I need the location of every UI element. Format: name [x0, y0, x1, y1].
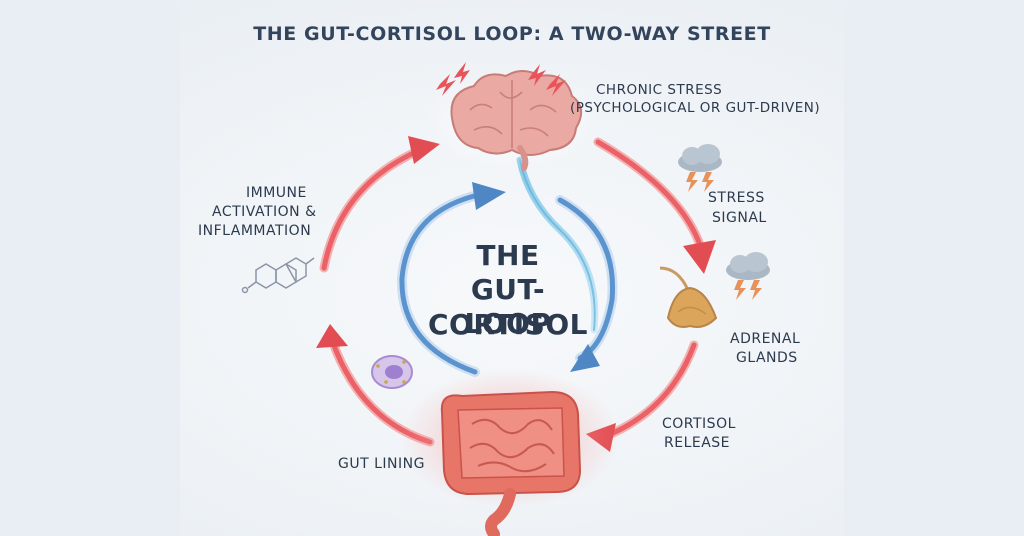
label-immune-3: INFLAMMATION — [198, 223, 312, 239]
label-adrenal-2: GLANDS — [736, 350, 798, 366]
label-adrenal-1: ADRENAL — [730, 331, 801, 347]
label-cortisol-2: RELEASE — [664, 435, 731, 451]
label-stress-signal-2: SIGNAL — [712, 210, 767, 226]
label-stress-signal-1: STRESS — [708, 190, 765, 206]
label-chronic-stress-sub: (PSYCHOLOGICAL OR GUT-DRIVEN) — [570, 100, 821, 116]
label-immune-1: IMMUNE — [246, 185, 307, 201]
adrenal-gland-icon — [659, 266, 718, 328]
label-immune-2: ACTIVATION & — [212, 204, 317, 220]
arrowhead-immune — [316, 324, 348, 348]
intestine-icon — [400, 368, 620, 536]
immune-cell-icon — [371, 355, 413, 389]
right-margin-band — [844, 0, 1024, 536]
page-title: THE GUT-CORTISOL LOOP: A TWO-WAY STREET — [253, 23, 771, 45]
label-cortisol-1: CORTISOL — [662, 416, 736, 432]
arrowhead-adrenal — [683, 240, 716, 274]
center-title-line1: THE — [476, 239, 540, 272]
label-chronic-stress: CHRONIC STRESS — [596, 82, 723, 98]
center-title-line3: LOOP — [464, 307, 552, 340]
lightning-icon — [436, 62, 566, 96]
inner-loop-arrows — [396, 182, 618, 377]
storm-cloud-icon — [678, 144, 722, 192]
left-margin-band — [0, 0, 180, 536]
arrowhead-brain — [408, 136, 440, 164]
brain-icon — [422, 70, 602, 171]
label-gut-lining: GUT LINING — [338, 456, 425, 472]
inner-arrowhead-top — [472, 182, 506, 210]
center-title-line2: GUT-CORTISOL — [428, 273, 588, 341]
storm-cloud-icon-2 — [726, 252, 770, 300]
molecule-icon — [241, 257, 315, 294]
inner-arrowhead-bottom — [570, 344, 600, 372]
